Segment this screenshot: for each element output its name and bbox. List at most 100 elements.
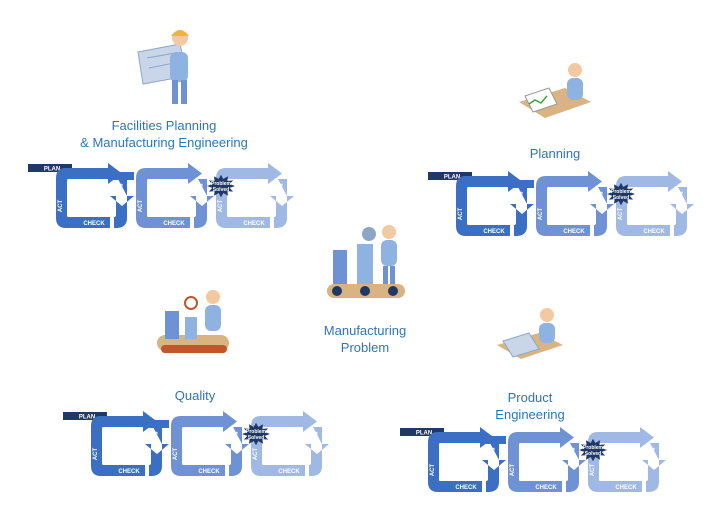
- pdca-check-label: CHECK: [535, 485, 557, 491]
- pdca-check-label: CHECK: [483, 229, 505, 235]
- problem-solved-label-line2: Solved: [213, 187, 229, 193]
- pdca-act-label: ACT: [458, 208, 464, 221]
- pdca-do-label: DO: [488, 448, 494, 457]
- engineer-with-blueprint-icon: [137, 30, 189, 104]
- problem-solved-burst: [242, 422, 270, 446]
- manufacturing-problem-title: Manufacturing Problem: [323, 323, 407, 355]
- pdca-check-label: CHECK: [563, 229, 585, 235]
- planning-title: Planning: [529, 146, 581, 161]
- pdca-act-label: ACT: [430, 464, 436, 477]
- problem-solved-label-line1: Problem: [211, 181, 232, 187]
- pdca-check-label: CHECK: [118, 469, 140, 475]
- pdca-do-label: DO: [648, 448, 654, 457]
- pdca-check-label: CHECK: [643, 229, 665, 235]
- pdca-act-label: ACT: [138, 200, 144, 213]
- pdca-left-arc-3: [216, 163, 282, 228]
- pdca-plan-bar: [400, 428, 444, 436]
- pdca-left-arc-1: [56, 163, 122, 228]
- problem-solved-burst: [607, 182, 635, 206]
- pdca-right-arc-2: [190, 179, 214, 228]
- pdca-check-label: CHECK: [278, 469, 300, 475]
- pdca-plan-label-1: PLAN: [416, 431, 432, 437]
- pdca-plan-label-1: PLAN: [44, 167, 60, 173]
- facilities-planning-title: Facilities Planning & Manufacturing Engi…: [80, 118, 248, 150]
- pdca-do-label: DO: [231, 432, 237, 441]
- pdca-act-label: ACT: [58, 200, 64, 213]
- pdca-act-label: ACT: [510, 464, 516, 477]
- pdca-do-label: DO: [116, 184, 122, 193]
- pdca-plan-bar: [428, 172, 472, 180]
- pdca-right-arc-3: [305, 427, 329, 476]
- problem-solved-label-line1: Problem: [611, 189, 632, 195]
- pdca-do-label: DO: [311, 432, 317, 441]
- quality-inspector-icon: [157, 290, 229, 353]
- pdca-right-arc-2: [590, 187, 614, 236]
- pdca-check-label: CHECK: [615, 485, 637, 491]
- planner-at-desk-icon: [519, 63, 591, 118]
- problem-solved-label-line2: Solved: [613, 195, 629, 201]
- pdca-left-arc-2: [508, 427, 574, 492]
- problem-solved-burst: [579, 438, 607, 462]
- pdca-do-label: DO: [196, 184, 202, 193]
- pdca-right-arc-3: [642, 443, 666, 492]
- pdca-do-label: DO: [676, 192, 682, 201]
- pdca-act-label: ACT: [618, 208, 624, 221]
- problem-solved-label-line2: Solved: [248, 435, 264, 441]
- assembly-line-icon: [327, 225, 405, 298]
- pdca-group: PLANDOCHECKACTPLANDOCHECKACTPLANDOCHECKA…: [28, 163, 294, 228]
- pdca-act-label: ACT: [538, 208, 544, 221]
- pdca-check-label: CHECK: [455, 485, 477, 491]
- pdca-act-label: ACT: [93, 448, 99, 461]
- pdca-left-arc-1: [91, 411, 157, 476]
- pdca-plan-label-1: PLAN: [79, 415, 95, 421]
- pdca-group: PLANDOCHECKACTPLANDOCHECKACTPLANDOCHECKA…: [63, 411, 329, 476]
- product-engineering-title: Product Engineering: [495, 390, 565, 422]
- pdca-check-label: CHECK: [83, 221, 105, 227]
- pdca-left-arc-3: [616, 171, 682, 236]
- pdca-check-label: CHECK: [243, 221, 265, 227]
- pdca-do-label: DO: [151, 432, 157, 441]
- pdca-check-label: CHECK: [198, 469, 220, 475]
- pdca-right-arc-3: [270, 179, 294, 228]
- pdca-plan-label-1: PLAN: [444, 175, 460, 181]
- pdca-right-arc-2: [225, 427, 249, 476]
- pdca-do-label: DO: [276, 184, 282, 193]
- pdca-act-label: ACT: [590, 464, 596, 477]
- pdca-left-arc-3: [251, 411, 317, 476]
- problem-solved-label-line1: Problem: [583, 445, 604, 451]
- pdca-connector-1: [514, 180, 534, 188]
- pdca-connector-1: [486, 436, 506, 444]
- product-engineer-icon: [497, 308, 563, 359]
- pdca-left-arc-1: [428, 427, 494, 492]
- pdca-check-label: CHECK: [163, 221, 185, 227]
- pdca-plan-bar: [28, 164, 72, 172]
- pdca-do-label: DO: [596, 192, 602, 201]
- pdca-right-arc-1: [145, 427, 169, 476]
- pdca-left-arc-2: [136, 163, 202, 228]
- pdca-right-arc-2: [562, 443, 586, 492]
- pdca-act-label: ACT: [173, 448, 179, 461]
- pdca-plan-bar: [63, 412, 107, 420]
- pdca-left-arc-1: [456, 171, 522, 236]
- problem-solved-label-line2: Solved: [585, 451, 601, 457]
- pdca-act-label: ACT: [218, 200, 224, 213]
- pdca-right-arc-1: [510, 187, 534, 236]
- problem-solved-burst: [207, 174, 235, 198]
- pdca-left-arc-2: [536, 171, 602, 236]
- pdca-act-label: ACT: [253, 448, 259, 461]
- pdca-group: PLANDOCHECKACTPLANDOCHECKACTPLANDOCHECKA…: [400, 427, 666, 492]
- pdca-right-arc-1: [482, 443, 506, 492]
- pdca-left-arc-2: [171, 411, 237, 476]
- pdca-connector-1: [114, 172, 134, 180]
- problem-solved-label-line1: Problem: [246, 429, 267, 435]
- pdca-left-arc-3: [588, 427, 654, 492]
- pdca-do-label: DO: [568, 448, 574, 457]
- pdca-connector-1: [149, 420, 169, 428]
- pdca-right-arc-3: [670, 187, 694, 236]
- pdca-group: PLANDOCHECKACTPLANDOCHECKACTPLANDOCHECKA…: [428, 171, 694, 236]
- pdca-right-arc-1: [110, 179, 134, 228]
